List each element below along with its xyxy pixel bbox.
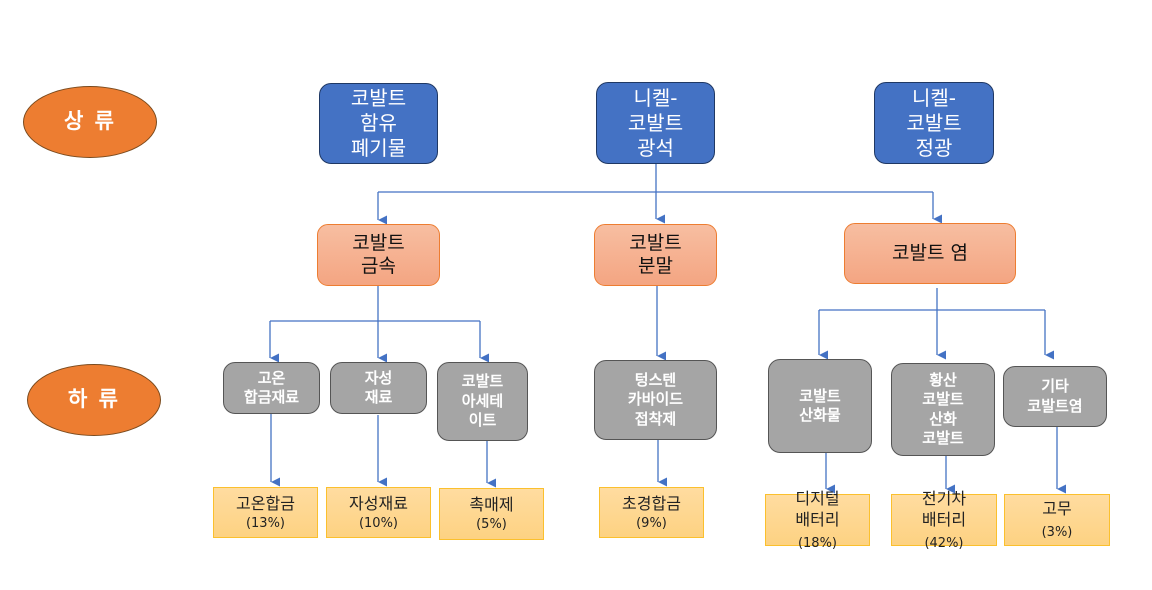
node-line: 산화물 bbox=[799, 406, 841, 424]
source-nickel-cobalt-concentrate[interactable]: 니켈- 코발트 정광 bbox=[874, 82, 994, 164]
end-use-share: (10%) bbox=[358, 515, 399, 531]
stage-upstream-label: 상 류 bbox=[64, 109, 116, 134]
end-use-magnetic-material[interactable]: 자성재료 (10%) bbox=[326, 487, 431, 538]
use-magnetic-material[interactable]: 자성 재료 bbox=[330, 362, 427, 414]
node-line: 정광 bbox=[915, 135, 953, 160]
stage-downstream: 하 류 bbox=[27, 364, 161, 436]
node-line: 코발트 염 bbox=[892, 242, 968, 265]
end-use-catalyst[interactable]: 촉매제 (5%) bbox=[439, 488, 544, 540]
end-use-share: (42%) bbox=[924, 535, 964, 551]
end-use-share: (9%) bbox=[636, 515, 667, 531]
node-line: 재료 bbox=[364, 388, 393, 406]
end-use-share: (13%) bbox=[245, 515, 286, 531]
use-tungsten-carbide-binder[interactable]: 텅스텐 카바이드 접착제 bbox=[594, 360, 717, 440]
node-line: 산화 bbox=[929, 409, 957, 428]
node-line: 코발트 bbox=[922, 429, 964, 447]
node-line: 코발트 bbox=[906, 110, 962, 135]
use-cobalt-oxide[interactable]: 코발트 산화물 bbox=[768, 359, 872, 453]
end-use-cemented-carbide[interactable]: 초경합금 (9%) bbox=[599, 487, 704, 538]
node-line: 이트 bbox=[468, 411, 497, 430]
product-cobalt-metal[interactable]: 코발트 금속 bbox=[317, 224, 440, 286]
end-use-name: 배터리 bbox=[795, 510, 840, 530]
use-cobalt-acetate[interactable]: 코발트 아세테 이트 bbox=[437, 362, 528, 441]
end-use-name: 디지털 bbox=[795, 488, 840, 508]
node-line: 코발트 bbox=[352, 232, 405, 255]
node-line: 금속 bbox=[361, 255, 396, 277]
end-use-ev-battery[interactable]: 전기차 배터리 (42%) bbox=[891, 489, 997, 551]
node-line: 자성 bbox=[364, 368, 393, 387]
node-line: 코발트 bbox=[629, 232, 682, 255]
node-line: 접착제 bbox=[634, 409, 677, 428]
node-line: 황산 bbox=[929, 370, 957, 389]
node-line: 고온 bbox=[257, 368, 286, 387]
end-use-name: 배터리 bbox=[921, 510, 967, 530]
stage-upstream: 상 류 bbox=[23, 86, 157, 158]
use-superalloy-material[interactable]: 고온 합금재료 bbox=[223, 362, 320, 414]
use-other-cobalt-salt[interactable]: 기타 코발트염 bbox=[1003, 366, 1107, 427]
end-use-name: 전기차 bbox=[921, 488, 967, 508]
node-line: 니켈- bbox=[633, 85, 678, 110]
end-use-share: (5%) bbox=[476, 517, 507, 533]
node-line: 코발트 bbox=[350, 86, 407, 110]
end-use-name: 자성재료 bbox=[349, 493, 408, 513]
use-cobalt-sulfate-oxide[interactable]: 황산 코발트 산화 코발트 bbox=[891, 363, 995, 456]
product-cobalt-salt[interactable]: 코발트 염 bbox=[844, 223, 1016, 284]
node-line: 카바이드 bbox=[627, 390, 684, 409]
node-line: 분말 bbox=[638, 255, 673, 277]
product-cobalt-powder[interactable]: 코발트 분말 bbox=[594, 224, 717, 286]
end-use-name: 고무 bbox=[1042, 499, 1072, 519]
node-line: 기타 bbox=[1041, 377, 1069, 395]
end-use-share: (18%) bbox=[797, 535, 838, 551]
node-line: 코발트 bbox=[627, 110, 684, 135]
source-nickel-cobalt-ore[interactable]: 니켈- 코발트 광석 bbox=[596, 82, 715, 164]
source-cobalt-waste[interactable]: 코발트 함유 폐기물 bbox=[319, 83, 438, 164]
node-line: 함유 bbox=[360, 111, 397, 135]
node-line: 코발트염 bbox=[1027, 396, 1083, 415]
end-use-rubber[interactable]: 고무 (3%) bbox=[1004, 494, 1110, 546]
node-line: 아세테 bbox=[461, 391, 504, 410]
end-use-superalloy[interactable]: 고온합금 (13%) bbox=[213, 487, 318, 538]
node-line: 텅스텐 bbox=[634, 370, 677, 389]
end-use-name: 초경합금 bbox=[622, 493, 681, 513]
node-line: 코발트 bbox=[922, 390, 964, 408]
node-line: 니켈- bbox=[911, 85, 957, 110]
node-line: 광석 bbox=[637, 135, 674, 160]
end-use-share: (3%) bbox=[1041, 525, 1073, 540]
node-line: 코발트 bbox=[799, 386, 841, 405]
node-line: 합금재료 bbox=[243, 388, 300, 406]
end-use-digital-battery[interactable]: 디지털 배터리 (18%) bbox=[765, 489, 870, 551]
node-line: 코발트 bbox=[461, 372, 504, 391]
stage-downstream-label: 하 류 bbox=[68, 387, 120, 412]
end-use-name: 촉매제 bbox=[469, 495, 514, 515]
end-use-name: 고온합금 bbox=[236, 493, 295, 513]
node-line: 폐기물 bbox=[350, 136, 407, 160]
